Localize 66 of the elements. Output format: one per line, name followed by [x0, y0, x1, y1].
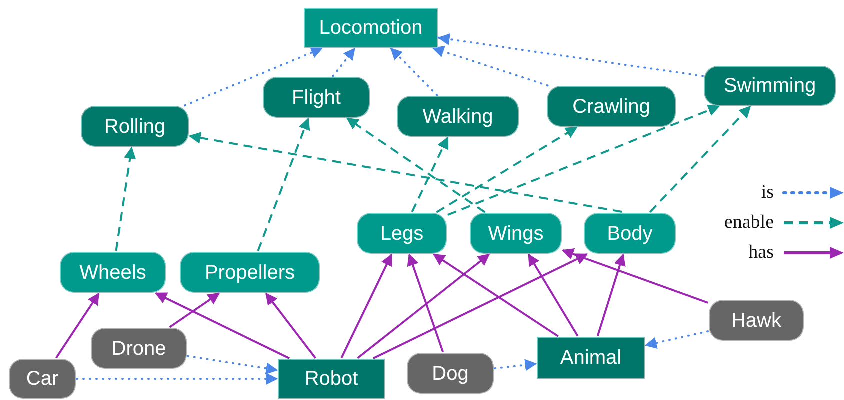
- rounded-node: [180, 252, 320, 293]
- arrow: [346, 118, 486, 214]
- arrow: [257, 118, 310, 252]
- arrow: [411, 136, 449, 213]
- rounded-node: [91, 328, 187, 369]
- arrow: [644, 330, 710, 349]
- node-label: Robot: [304, 368, 358, 390]
- rounded-node: [9, 359, 76, 399]
- arrow: [596, 254, 626, 336]
- arrow: [187, 355, 278, 375]
- arrow: [432, 46, 549, 87]
- arrow: [332, 48, 356, 78]
- rounded-node: [407, 353, 494, 394]
- rounded-node: [263, 77, 370, 118]
- arrow: [432, 254, 559, 338]
- rounded-node: [81, 106, 189, 147]
- arrow: [266, 292, 316, 359]
- arrow: [76, 373, 278, 385]
- rounded-node: [470, 213, 562, 254]
- node-label: Crawling: [572, 96, 650, 118]
- arrow: [55, 292, 100, 359]
- arrow: [528, 254, 579, 337]
- arrow: [188, 132, 622, 213]
- arrow: [494, 359, 538, 372]
- node-label: Body: [607, 222, 653, 244]
- rounded-node: [547, 86, 676, 127]
- arrow: [649, 106, 752, 213]
- arrow: [438, 34, 704, 78]
- concept-box: [304, 8, 438, 48]
- node-label: Locomotion: [319, 17, 423, 39]
- node-label: Drone: [112, 338, 166, 360]
- arrow: [184, 47, 324, 107]
- arrow: [154, 292, 290, 360]
- concept-box: [278, 359, 385, 399]
- arrow: [448, 104, 720, 216]
- node-label: Swimming: [724, 75, 816, 97]
- rounded-node: [60, 252, 166, 293]
- rounded-node: [704, 66, 836, 106]
- node-label: Wings: [488, 222, 544, 244]
- arrow: [373, 254, 588, 360]
- arrow: [390, 48, 438, 96]
- legend-label: is: [761, 182, 774, 204]
- node-label: Propellers: [204, 262, 296, 284]
- arrow: [357, 254, 490, 360]
- rounded-node: [357, 213, 447, 254]
- rounded-node: [584, 213, 676, 254]
- rounded-node: [709, 300, 804, 341]
- node-label: Legs: [380, 222, 424, 244]
- rounded-node: [397, 96, 519, 137]
- arrow: [115, 146, 136, 252]
- node-label: Walking: [422, 106, 494, 128]
- arrow: [436, 126, 578, 214]
- arrow: [407, 254, 444, 352]
- arrow: [169, 292, 220, 328]
- legend-label: enable: [724, 212, 774, 234]
- node-label: Flight: [292, 86, 341, 108]
- arrow: [562, 248, 708, 304]
- node-label: Hawk: [731, 310, 782, 332]
- node-label: Dog: [432, 362, 469, 384]
- node-label: Car: [26, 368, 59, 390]
- concept-box: [537, 337, 645, 379]
- node-label: Rolling: [104, 116, 166, 138]
- node-label: Wheels: [80, 262, 146, 284]
- legend-label: has: [748, 242, 774, 264]
- node-label: Animal: [560, 347, 622, 369]
- arrow: [340, 254, 393, 359]
